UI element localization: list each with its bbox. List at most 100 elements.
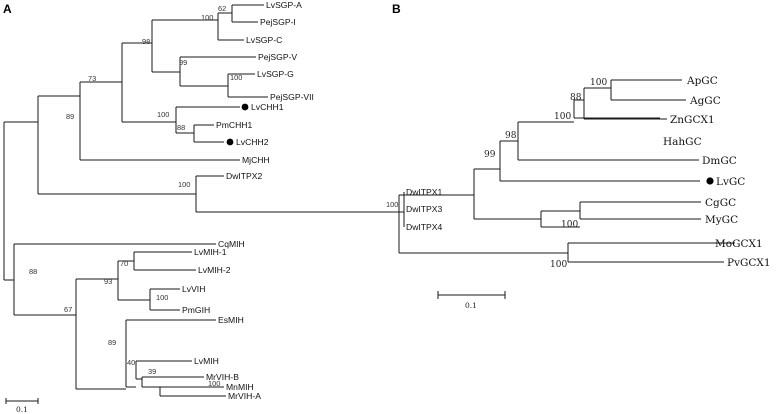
branch-chh	[175, 106, 240, 134]
panel-b-label: B	[392, 2, 401, 16]
branch-gc-core	[517, 121, 699, 161]
tip-label: PejSGP-I	[260, 17, 296, 27]
scale-bar	[437, 291, 506, 299]
branch-gc-upper	[499, 140, 700, 182]
branch-sgp-g-vii	[227, 73, 268, 98]
bootstrap-value: 99	[484, 150, 496, 160]
tip-label: LvSGP-C	[246, 35, 282, 45]
bootstrap-value: 93	[104, 277, 112, 286]
bootstrap-value: 62	[218, 4, 226, 13]
branch-sgp-pair1	[217, 12, 244, 41]
branch-itpx	[195, 175, 404, 213]
branch-mih	[75, 278, 126, 390]
bootstrap-value: 73	[88, 74, 96, 83]
branch-sgp-clade	[121, 42, 176, 123]
branch-mrvih	[141, 376, 204, 388]
bootstrap-value: 98	[505, 131, 517, 141]
tip-label: LvMIH-1	[194, 247, 227, 257]
bootstrap-value: 100	[157, 110, 169, 119]
branch-vih-gih	[149, 288, 180, 311]
branch-sgp-v	[179, 56, 256, 87]
tip-label: LvCHH1	[251, 102, 284, 112]
branch-zngcx1	[583, 100, 667, 120]
branch-chh-pair	[193, 124, 224, 143]
panel-a-label: A	[3, 2, 12, 16]
tip-label: CqMIH	[218, 239, 245, 249]
tip-label: ZnGCX1	[670, 114, 715, 126]
tip-label: EsMIH	[218, 315, 244, 325]
branch-lvmih-lower	[135, 360, 192, 380]
branch-lvmih-pair	[133, 251, 196, 271]
tip-label: MrVIH-A	[228, 391, 261, 401]
bootstrap-value: 100	[561, 220, 578, 230]
scale-bar-label: 0.1	[465, 301, 477, 310]
branch-cg-my-stem	[540, 210, 580, 228]
branch-lower-clade	[13, 243, 216, 316]
branch-sgp-core	[151, 19, 218, 73]
tip-label: PejSGP-V	[258, 52, 297, 62]
branch-sgp-a-i	[231, 4, 264, 23]
tip-label: MrVIH-B	[206, 372, 239, 382]
tip-label: DwITPX3	[406, 204, 443, 214]
bootstrap-value: 100	[554, 112, 571, 122]
bootstrap-value: 39	[148, 367, 156, 376]
root-branches	[398, 194, 568, 254]
tip-label: PmCHH1	[216, 120, 253, 130]
branch-cg-my	[579, 201, 701, 220]
panel-b-tree: B ApGC AgGC ZnGCX1 HahGC DmGC LvGC CgGC …	[392, 2, 771, 310]
bootstrap-value: 40	[127, 358, 135, 367]
scale-bar-label: 0.1	[16, 405, 28, 414]
bootstrap-value: 88	[29, 267, 37, 276]
bootstrap-value: 100	[201, 13, 213, 22]
tip-label: PmGIH	[182, 305, 210, 315]
bootstrap-value: 98	[142, 37, 150, 46]
tip-label: AgGC	[689, 95, 721, 107]
tip-label: LvGC	[716, 176, 745, 188]
branch-mo-pv	[567, 242, 735, 263]
branch-mih-lower	[125, 319, 216, 388]
bootstrap-value: 99	[179, 58, 187, 67]
tip-label: DmGC	[702, 155, 737, 167]
tip-label: CgGC	[705, 197, 736, 209]
highlight-marker	[241, 103, 249, 111]
tip-label: LvSGP-A	[266, 0, 302, 10]
bootstrap-value: 100	[208, 379, 220, 388]
branch-gc-main	[473, 168, 541, 220]
bootstrap-value: 100	[550, 260, 567, 270]
bootstrap-value: 100	[230, 73, 242, 82]
bootstrap-value: 88	[177, 123, 185, 132]
tip-label: LvSGP-G	[257, 69, 294, 79]
bootstrap-value: 100	[386, 200, 398, 209]
branch-gc-apag	[573, 99, 660, 119]
bootstrap-value: 89	[108, 338, 116, 347]
tip-label: HahGC	[663, 136, 702, 148]
tip-label: DwITPX4	[406, 222, 443, 232]
tip-label: MjCHH	[242, 155, 270, 165]
scale-bar	[5, 398, 39, 404]
bootstrap-value: 88	[570, 93, 582, 103]
bootstrap-value: 67	[64, 305, 72, 314]
branch-mnmih	[159, 386, 226, 397]
branch-apgc-aggc	[610, 79, 686, 101]
bootstrap-value: 89	[66, 112, 74, 121]
tip-label: LvCHH2	[236, 137, 269, 147]
branch-upper-split	[38, 95, 196, 195]
tip-label: MnMIH	[226, 382, 254, 392]
branch-sgp-chh	[79, 81, 240, 161]
branch-mih-upper	[117, 260, 150, 301]
bootstrap-value: 100	[590, 78, 607, 88]
tip-label: DwITPX2	[226, 171, 263, 181]
highlight-marker	[226, 138, 234, 146]
tip-label: PejSGP-VII	[270, 92, 314, 102]
root-branches	[4, 121, 38, 281]
tip-label: LvMIH	[194, 356, 219, 366]
tip-label: LvMIH-2	[198, 265, 231, 275]
tip-label: MoGCX1	[715, 238, 763, 250]
tip-label: LvVIH	[182, 284, 205, 294]
bootstrap-value: 100	[178, 180, 190, 189]
tip-label: ApGC	[686, 75, 718, 87]
tip-label: PvGCX1	[727, 257, 771, 269]
bootstrap-value: 100	[156, 293, 168, 302]
